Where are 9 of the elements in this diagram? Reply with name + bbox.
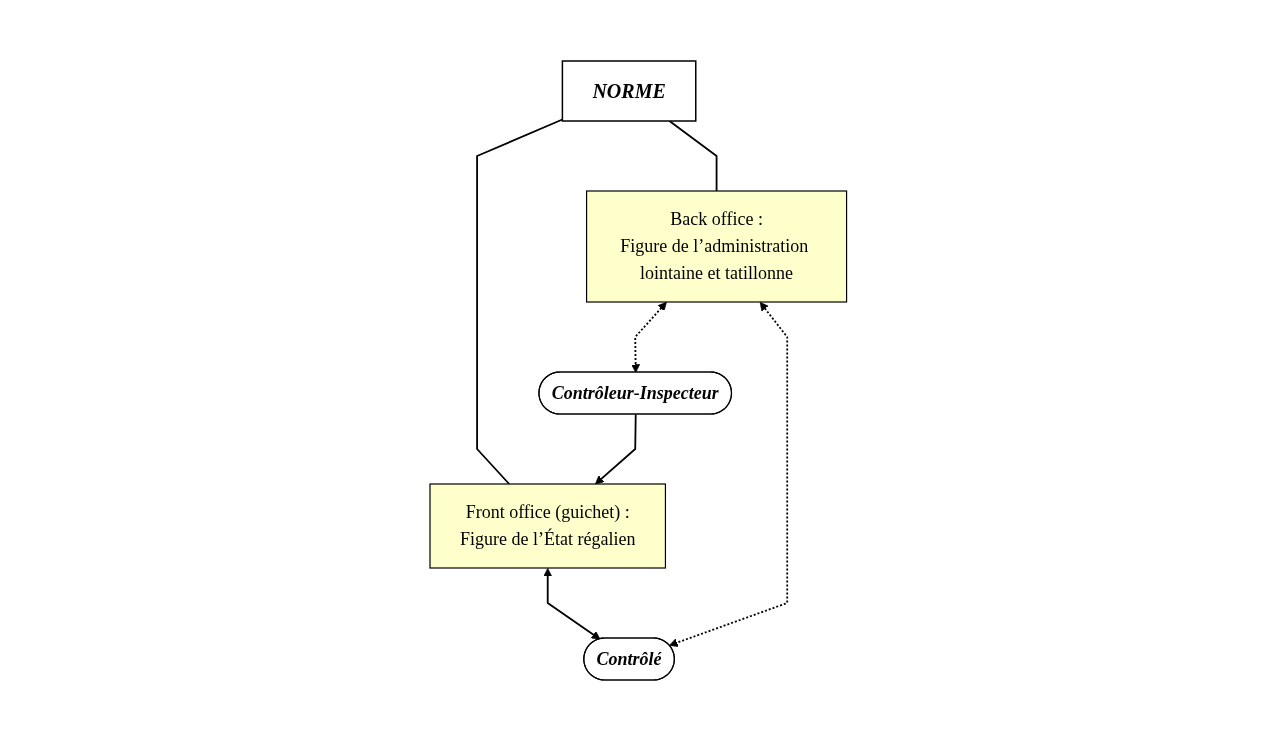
node-box: Back office : Figure de l’administration lointaine et tatillonne xyxy=(585,189,847,303)
arrow xyxy=(594,413,637,484)
connector xyxy=(475,118,563,485)
arrow xyxy=(630,301,667,373)
node-box: NORME xyxy=(561,59,697,122)
arrow xyxy=(668,301,788,647)
node-box: Front office (guichet) : Figure de l’État régalien xyxy=(429,482,666,569)
arrow xyxy=(543,567,601,640)
connector xyxy=(668,119,718,192)
